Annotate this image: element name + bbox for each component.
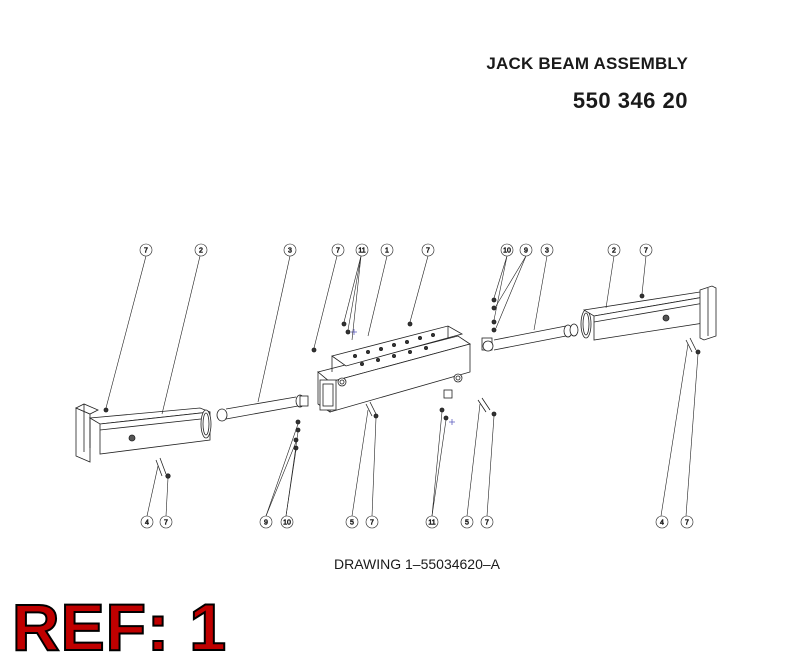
callout-bubble: 7 (639, 243, 653, 257)
leader-lines (105, 255, 699, 517)
callout-label: 3 (545, 248, 549, 255)
callout-label: 2 (612, 248, 616, 255)
callout-label: 5 (465, 520, 469, 527)
assembly-title: JACK BEAM ASSEMBLY (486, 54, 688, 73)
callout-bubble: 7 (480, 515, 494, 529)
right-jack-cylinder (481, 297, 579, 352)
callout-bubble: 1 (380, 243, 394, 257)
callout-bubble: 7 (680, 515, 694, 529)
callout-label: 3 (288, 248, 292, 255)
callout-bubble: 7 (139, 243, 153, 257)
callout-label: 9 (264, 520, 268, 527)
callout-bubble: 10 (280, 515, 294, 529)
ref-label: REF: 1 (11, 590, 228, 664)
callout-label: 11 (358, 248, 365, 255)
callout-label: 7 (685, 520, 689, 527)
callout-bubble: 9 (519, 243, 533, 257)
callout-bubble: 11 (425, 515, 439, 529)
callout-label: 7 (370, 520, 374, 527)
callout-bubble: 7 (331, 243, 345, 257)
callout-label: 7 (644, 248, 648, 255)
callout-label: 4 (145, 520, 149, 527)
callout-label: 7 (485, 520, 489, 527)
callout-bubble: 9 (259, 515, 273, 529)
callout-bubble: 7 (159, 515, 173, 529)
callout-label: 7 (426, 248, 430, 255)
center-housing (311, 321, 497, 425)
callout-label: 2 (199, 248, 203, 255)
callout-label: 1 (385, 248, 389, 255)
drawing-number: DRAWING 1–55034620–A (333, 556, 501, 572)
callout-bubble: 4 (140, 515, 154, 529)
callout-bubble: 3 (540, 243, 554, 257)
callout-bubble: 2 (194, 243, 208, 257)
left-jack-cylinder (216, 394, 309, 451)
callout-label: 7 (336, 248, 340, 255)
callout-bubble: 11 (355, 243, 369, 257)
callout-bubble: 5 (345, 515, 359, 529)
callouts: 7 2 3 7 11 1 7 10 9 3 2 7 4 7 9 10 5 7 1… (139, 243, 694, 529)
callout-bubble: 4 (655, 515, 669, 529)
callout-bubble: 2 (607, 243, 621, 257)
callout-bubble: 10 (500, 243, 514, 257)
callout-label: 5 (350, 520, 354, 527)
callout-label: 4 (660, 520, 664, 527)
callout-label: 7 (144, 248, 148, 255)
callout-label: 10 (503, 248, 511, 255)
callout-label: 9 (524, 248, 528, 255)
callout-label: 7 (164, 520, 168, 527)
callout-bubble: 3 (283, 243, 297, 257)
callout-bubble: 5 (460, 515, 474, 529)
right-outer-beam (580, 285, 717, 355)
left-outer-beam (75, 403, 212, 479)
callout-label: 11 (428, 520, 435, 527)
callout-label: 10 (283, 520, 291, 527)
callout-bubble: 7 (421, 243, 435, 257)
callout-bubble: 7 (365, 515, 379, 529)
part-number: 550 346 20 (572, 88, 688, 113)
